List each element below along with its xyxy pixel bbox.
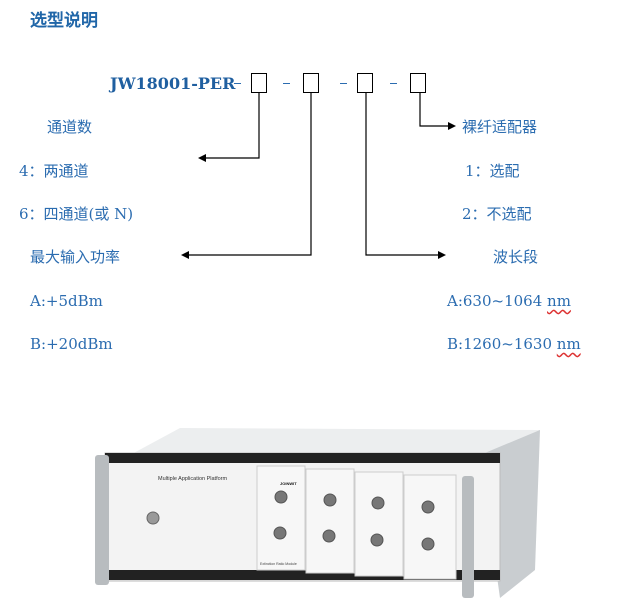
section-title: 选型说明 bbox=[30, 11, 98, 31]
dash bbox=[283, 83, 290, 84]
brand-label: JOINWIT bbox=[280, 481, 297, 486]
option-box-wavelength bbox=[357, 73, 373, 93]
wavelength-unit: nm bbox=[547, 292, 571, 310]
wavelength-option: A:630~1064 nm bbox=[447, 292, 571, 310]
wavelength-unit: nm bbox=[556, 335, 581, 353]
connector-wavelength bbox=[365, 93, 440, 256]
connector-channels bbox=[205, 93, 260, 159]
device-side bbox=[480, 430, 540, 598]
dash bbox=[234, 83, 241, 84]
power-option: B:+20dBm bbox=[30, 335, 113, 353]
adapter-option: 2：不选配 bbox=[462, 205, 532, 223]
device-top bbox=[130, 428, 540, 455]
wavelength-range: B:1260~1630 bbox=[447, 335, 552, 353]
handle-left bbox=[95, 455, 109, 585]
handle-right bbox=[462, 476, 474, 598]
arrow-right-icon bbox=[438, 251, 446, 259]
arrow-right-icon bbox=[448, 122, 456, 130]
platform-label: Multiple Application Platform bbox=[158, 476, 228, 482]
dash bbox=[340, 83, 347, 84]
option-box-adapter bbox=[410, 73, 426, 93]
wavelength-heading: 波长段 bbox=[493, 248, 539, 266]
connector-adapter bbox=[419, 93, 450, 127]
wavelength-option: B:1260~1630 nm bbox=[447, 335, 581, 353]
power-option: A:+5dBm bbox=[30, 292, 103, 310]
option-box-power bbox=[303, 73, 319, 93]
power-heading: 最大输入功率 bbox=[30, 248, 121, 266]
adapter-heading: 裸纤适配器 bbox=[462, 118, 538, 136]
connector-power bbox=[188, 93, 312, 256]
module-label: Extinction Ratio Module bbox=[260, 562, 297, 566]
wavelength-range: A:630~1064 bbox=[447, 292, 543, 310]
dash bbox=[390, 83, 397, 84]
option-box-channels bbox=[251, 73, 267, 93]
connector-lines bbox=[181, 93, 456, 259]
arrow-left-icon bbox=[181, 251, 189, 259]
channel-option: 4：两通道 bbox=[19, 162, 89, 180]
channel-option: 6：四通道(或 N) bbox=[19, 205, 134, 223]
channel-heading: 通道数 bbox=[47, 118, 93, 136]
arrow-left-icon bbox=[198, 154, 206, 162]
adapter-option: 1：选配 bbox=[465, 162, 520, 180]
model-prefix: JW18001-PER bbox=[110, 74, 236, 93]
